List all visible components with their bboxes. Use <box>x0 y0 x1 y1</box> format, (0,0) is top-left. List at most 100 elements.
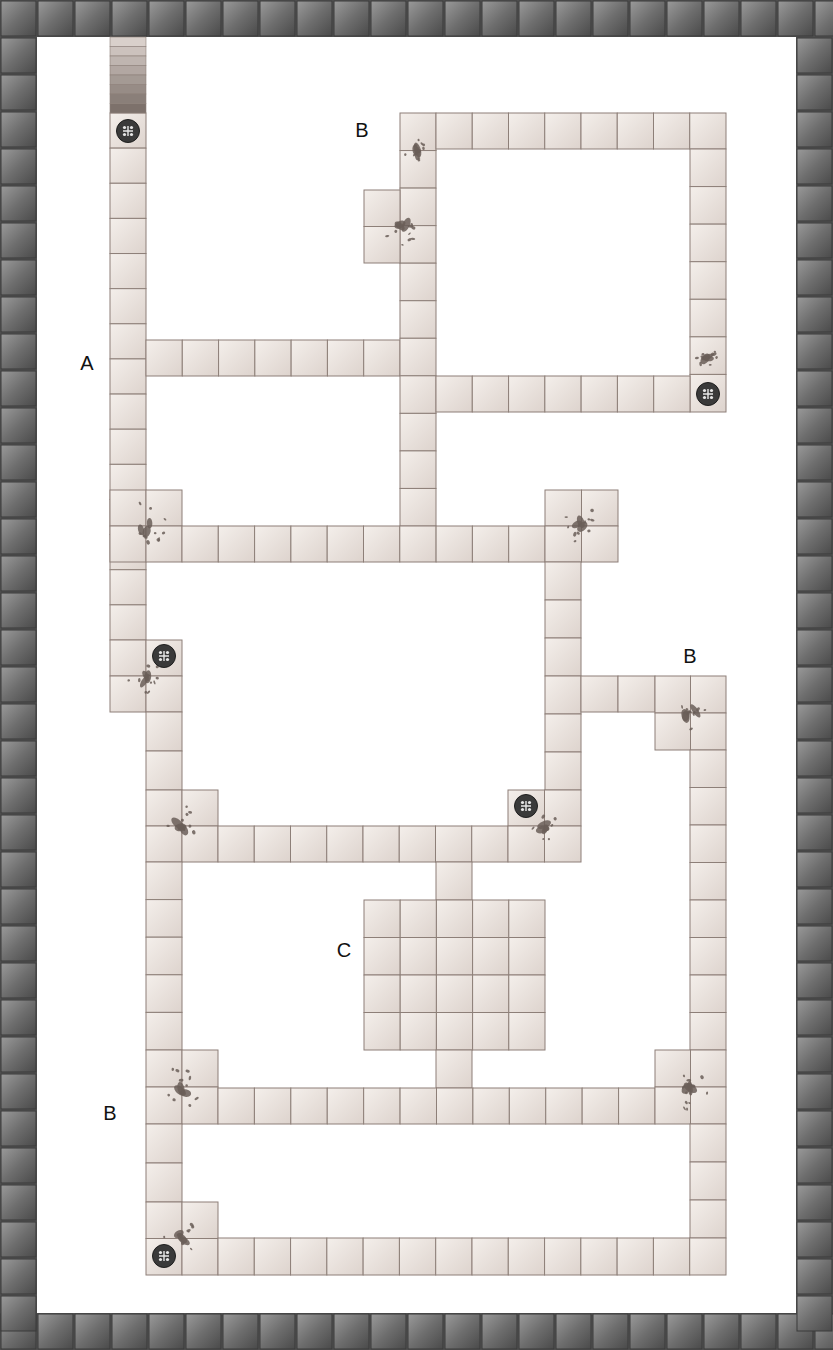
floor-tile <box>473 1013 509 1051</box>
wall-tile <box>797 667 832 702</box>
wall-tile <box>1 186 36 221</box>
debris-stone <box>173 1228 186 1239</box>
wall-tile <box>797 1222 832 1257</box>
debris-stone <box>171 1068 174 1071</box>
debris-stone <box>144 674 148 678</box>
debris-stone <box>699 362 702 367</box>
debris-stone <box>680 708 691 724</box>
floor-tile <box>581 113 617 149</box>
debris-stone <box>176 1233 181 1236</box>
wall-tile <box>797 1185 832 1220</box>
wall-tile <box>667 1314 702 1349</box>
floor-tile <box>146 900 182 938</box>
floor-plate <box>515 795 538 818</box>
floor-markers <box>117 120 720 1268</box>
floor-tile <box>436 1238 472 1275</box>
debris-stone <box>682 1080 699 1095</box>
floor-tile <box>327 1088 363 1124</box>
plate-dot <box>166 1258 169 1261</box>
floor-tile <box>436 1050 472 1088</box>
wall-tile <box>1 778 36 813</box>
debris-stone <box>143 535 146 538</box>
floor-tile <box>364 1088 400 1124</box>
debris-stone <box>399 224 402 228</box>
floor-tile <box>146 1239 182 1276</box>
wall-tile <box>223 1314 258 1349</box>
debris-stone <box>394 229 398 233</box>
debris-stone <box>407 238 412 242</box>
wall-tile <box>112 1 147 36</box>
floor-tile <box>364 526 400 562</box>
plate-dot <box>123 126 126 129</box>
debris-stone <box>685 708 688 711</box>
wall-tile <box>1 815 36 850</box>
floor-tile <box>327 340 363 376</box>
floor-tile <box>218 826 254 862</box>
floor-tile <box>146 1163 182 1202</box>
floor-plate <box>697 383 720 406</box>
wall-tile <box>519 1 554 36</box>
debris-stone <box>684 1100 688 1104</box>
floor-tile <box>472 526 508 562</box>
floor-tile <box>436 376 472 412</box>
wall-tile <box>797 815 832 850</box>
debris-stone <box>714 351 717 353</box>
stair-step <box>110 75 146 85</box>
floor-plate <box>153 1245 176 1268</box>
floor-tile <box>690 1124 726 1162</box>
floor-tile <box>545 826 582 862</box>
plate-cross <box>123 126 133 136</box>
floor-tile <box>618 676 655 712</box>
floor-tile <box>436 1013 472 1051</box>
plate-dot <box>710 396 713 399</box>
debris-stone <box>686 710 691 715</box>
floor-tile <box>581 1238 617 1275</box>
floor-tile <box>110 490 146 526</box>
wall-tile <box>797 482 832 517</box>
floor-tile <box>364 938 400 976</box>
wall-tile <box>1 1037 36 1072</box>
floor-tile <box>509 113 545 149</box>
plate-dot <box>159 651 162 654</box>
wall-tile <box>1 223 36 258</box>
floor-tile <box>473 900 509 938</box>
area-label: B <box>103 1103 116 1123</box>
floor-tile <box>146 712 182 751</box>
plate-dot <box>130 126 133 129</box>
floor-tile <box>690 825 726 863</box>
wall-tile <box>741 1314 776 1349</box>
plate-dot <box>130 133 133 136</box>
wall-tile <box>797 630 832 665</box>
plate-disc <box>153 1245 176 1268</box>
wall-tile <box>1 1185 36 1220</box>
debris-stone <box>715 356 719 360</box>
debris-stone <box>545 828 549 831</box>
debris-stone <box>695 357 699 360</box>
wall-tile <box>186 1 221 36</box>
debris-stone <box>578 524 580 527</box>
debris-stone <box>686 1107 688 1110</box>
stairs <box>110 37 146 113</box>
floor-tile <box>436 526 472 562</box>
floor-tile <box>254 1238 290 1275</box>
wall-tile <box>797 926 832 961</box>
floor-tile <box>690 1162 726 1200</box>
debris-stone <box>417 157 421 160</box>
wall-tile <box>445 1314 480 1349</box>
debris-stone <box>188 811 192 814</box>
floor-tile <box>110 324 146 359</box>
debris-stone <box>408 232 411 235</box>
floor-tile <box>690 1200 726 1238</box>
debris-stone <box>541 814 546 820</box>
wall-tile <box>797 371 832 406</box>
floor-tile <box>472 1238 508 1275</box>
debris-stone <box>575 520 589 534</box>
stair-step <box>110 47 146 57</box>
debris-stone <box>181 1241 185 1245</box>
plate-dot <box>710 389 713 392</box>
floor-tile <box>400 938 436 976</box>
floor-tile <box>436 900 472 938</box>
floor-tile <box>690 1013 726 1051</box>
floor-tile <box>327 826 363 862</box>
floor-tile <box>509 900 545 938</box>
